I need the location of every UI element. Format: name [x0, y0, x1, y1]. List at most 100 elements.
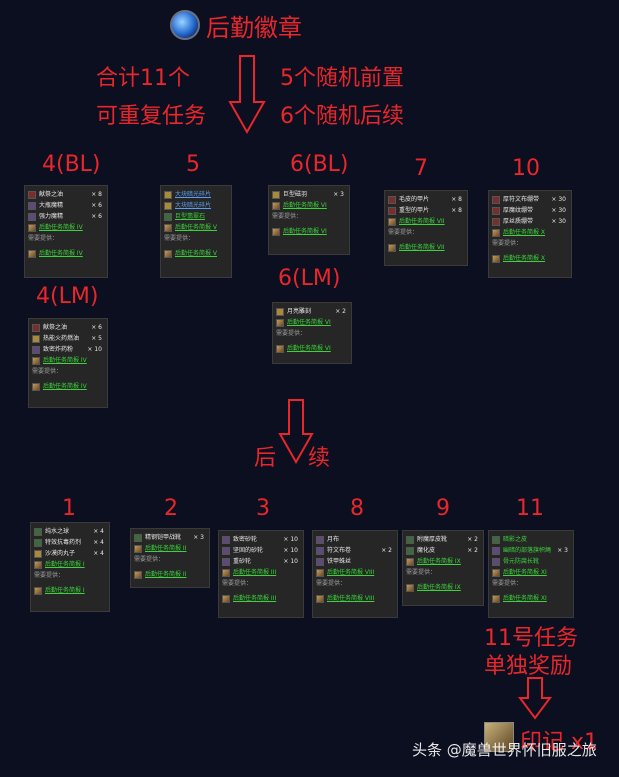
required-item-row[interactable]: 骨元防腐长靴	[492, 556, 570, 567]
quest-link[interactable]: 后勤任务简报 VI	[287, 319, 331, 326]
required-item-row[interactable]: 大块暗光碎片	[164, 189, 228, 200]
required-item-row[interactable]: 强力魔精× 6	[28, 211, 104, 222]
required-item-row[interactable]: 重型的甲片× 8	[388, 205, 464, 216]
total-count-text: 合计11个	[96, 66, 190, 91]
quest-link[interactable]: 后勤任务简报 VI	[287, 345, 331, 352]
quest-link[interactable]: 后勤任务简报 IV	[43, 357, 87, 364]
required-item-row[interactable]: 厚魔纹绷带× 30	[492, 205, 568, 216]
quest-link[interactable]: 后勤任务简报 VI	[283, 228, 327, 235]
required-item-row[interactable]: 精钢铠甲战靴× 3	[134, 532, 206, 543]
quest-link[interactable]: 后勤任务简报 IX	[417, 558, 461, 565]
quest-panel-3: 致密砂轮× 10 坚固的砂轮× 10 重砂轮× 10 后勤任务简报 III 需要…	[218, 530, 304, 618]
quest-link[interactable]: 后勤任务简报 III	[233, 595, 277, 602]
quest-item-row[interactable]: 后勤任务简报 III	[222, 567, 300, 578]
required-item-row[interactable]: 大块暗光碎片	[164, 200, 228, 211]
required-item-row[interactable]: 月亮雕刻× 2	[276, 306, 348, 317]
item-name: 沙漠肉丸子	[45, 550, 76, 557]
group-label-5: 5	[186, 152, 200, 177]
quest-link[interactable]: 后勤任务简报 X	[503, 255, 546, 262]
quest-item-row[interactable]: 后勤任务简报 XI	[492, 567, 570, 578]
quest-link[interactable]: 后勤任务简报 I	[45, 587, 85, 594]
provided-item-row[interactable]: 后勤任务简报 VI	[276, 343, 348, 354]
required-item-row[interactable]: 大瓶魔精× 6	[28, 200, 104, 211]
quest-link[interactable]: 后勤任务简报 V	[175, 250, 218, 257]
provided-item-row[interactable]: 后勤任务简报 II	[134, 569, 206, 580]
provided-item-row[interactable]: 后勤任务简报 V	[164, 248, 228, 259]
quest-link[interactable]: 后勤任务简报 IX	[417, 584, 461, 591]
item-name: 致密炸药粉	[43, 346, 74, 353]
quest-item-row[interactable]: 后勤任务简报 II	[134, 543, 206, 554]
required-item-row[interactable]: 巨型翡翠石	[164, 211, 228, 222]
required-item-row[interactable]: 暗影之皮	[492, 534, 570, 545]
required-item-row[interactable]: 坚固的砂轮× 10	[222, 545, 300, 556]
item-quantity: × 8	[91, 191, 102, 198]
provided-item-row[interactable]: 后勤任务简报 XI	[492, 593, 570, 604]
provided-item-row[interactable]: 后勤任务简报 III	[222, 593, 300, 604]
item-name: 厚丝质绷带	[503, 218, 534, 225]
quest-link[interactable]: 后勤任务简报 IV	[39, 250, 83, 257]
down-arrow-icon	[228, 55, 266, 134]
quest-link[interactable]: 后勤任务简报 VIII	[327, 569, 375, 576]
required-item-row[interactable]: 魔化皮× 2	[406, 545, 480, 556]
quest-item-row[interactable]: 后勤任务简报 I	[34, 559, 106, 570]
provided-item-row[interactable]: 后勤任务简报 I	[34, 585, 106, 596]
required-item-row[interactable]: 重砂轮× 10	[222, 556, 300, 567]
provided-item-row[interactable]: 后勤任务简报 VIII	[316, 593, 394, 604]
required-item-row[interactable]: 特效抗毒药剂× 4	[34, 537, 106, 548]
quest-link[interactable]: 后勤任务简报 XI	[503, 595, 547, 602]
quest-link[interactable]: 后勤任务简报 V	[175, 224, 218, 231]
quest-item-row[interactable]: 后勤任务简报 VIII	[316, 567, 394, 578]
quest-item-row[interactable]: 后勤任务简报 IX	[406, 556, 480, 567]
scroll-icon	[32, 382, 40, 391]
quest-item-row[interactable]: 后勤任务简报 IV	[32, 355, 104, 366]
required-item-row[interactable]: 致密炸药粉× 10	[32, 344, 104, 355]
quest-item-row[interactable]: 后勤任务简报 VI	[276, 317, 348, 328]
quest-item-row[interactable]: 后勤任务简报 X	[492, 227, 568, 238]
required-item-row[interactable]: 致密砂轮× 10	[222, 534, 300, 545]
quest-link[interactable]: 后勤任务简报 X	[503, 229, 546, 236]
quest-item-row[interactable]: 后勤任务简报 V	[164, 222, 228, 233]
item-quantity: × 10	[283, 536, 298, 543]
quest-link[interactable]: 后勤任务简报 III	[233, 569, 277, 576]
required-item-row[interactable]: 铁甲蛛丝	[316, 556, 394, 567]
quest-link[interactable]: 后勤任务简报 I	[45, 561, 85, 568]
provided-item-row[interactable]: 后勤任务简报 IX	[406, 582, 480, 593]
required-item-row[interactable]: 巨型磁羽× 3	[272, 189, 346, 200]
provided-item-row[interactable]: 后勤任务简报 VI	[272, 226, 346, 237]
quest-link[interactable]: 后勤任务简报 II	[145, 545, 187, 552]
required-item-row[interactable]: 献祭之油× 6	[32, 322, 104, 333]
required-item-row[interactable]: 月布	[316, 534, 394, 545]
scroll-icon	[272, 201, 280, 210]
quest-link[interactable]: 后勤任务简报 XI	[503, 569, 547, 576]
required-item-row[interactable]: 厚丝质绷带× 30	[492, 216, 568, 227]
provided-item-row[interactable]: 后勤任务简报 X	[492, 253, 568, 264]
required-item-row[interactable]: 毛皮的甲片× 8	[388, 194, 464, 205]
quest-link[interactable]: 后勤任务简报 II	[145, 571, 187, 578]
group-label-6lm: 6(LM)	[278, 266, 341, 291]
item-quantity: × 2	[381, 547, 392, 554]
quest-link[interactable]: 后勤任务简报 VII	[399, 244, 445, 251]
quest-link[interactable]: 后勤任务简报 VI	[283, 202, 327, 209]
quest-item-row[interactable]: 后勤任务简报 VI	[272, 200, 346, 211]
quest-item-row[interactable]: 后勤任务简报 VII	[388, 216, 464, 227]
required-item-row[interactable]: 幽暗的部落旗帜绳× 3	[492, 545, 570, 556]
quest-item-row[interactable]: 后勤任务简报 IV	[28, 222, 104, 233]
quest-link[interactable]: 后勤任务简报 VIII	[327, 595, 375, 602]
provided-item-row[interactable]: 后勤任务简报 VII	[388, 242, 464, 253]
item-quantity: × 6	[91, 324, 102, 331]
required-item-row[interactable]: 附魔厚皮靴× 2	[406, 534, 480, 545]
required-item-row[interactable]: 符文布卷× 2	[316, 545, 394, 556]
required-item-row[interactable]: 热能火药燃油× 5	[32, 333, 104, 344]
required-item-row[interactable]: 纯水之球× 4	[34, 526, 106, 537]
required-item-row[interactable]: 献祭之油× 8	[28, 189, 104, 200]
provided-item-row[interactable]: 后勤任务简报 IV	[32, 381, 104, 392]
quest-link[interactable]: 后勤任务简报 VII	[399, 218, 445, 225]
leather-icon	[406, 546, 414, 555]
required-item-row[interactable]: 厚符文布绷带× 30	[492, 194, 568, 205]
scroll-icon	[406, 557, 414, 566]
required-item-row[interactable]: 沙漠肉丸子× 4	[34, 548, 106, 559]
need-label: 需要提供：	[388, 229, 419, 236]
quest-link[interactable]: 后勤任务简报 IV	[43, 383, 87, 390]
provided-item-row[interactable]: 后勤任务简报 IV	[28, 248, 104, 259]
quest-link[interactable]: 后勤任务简报 IV	[39, 224, 83, 231]
